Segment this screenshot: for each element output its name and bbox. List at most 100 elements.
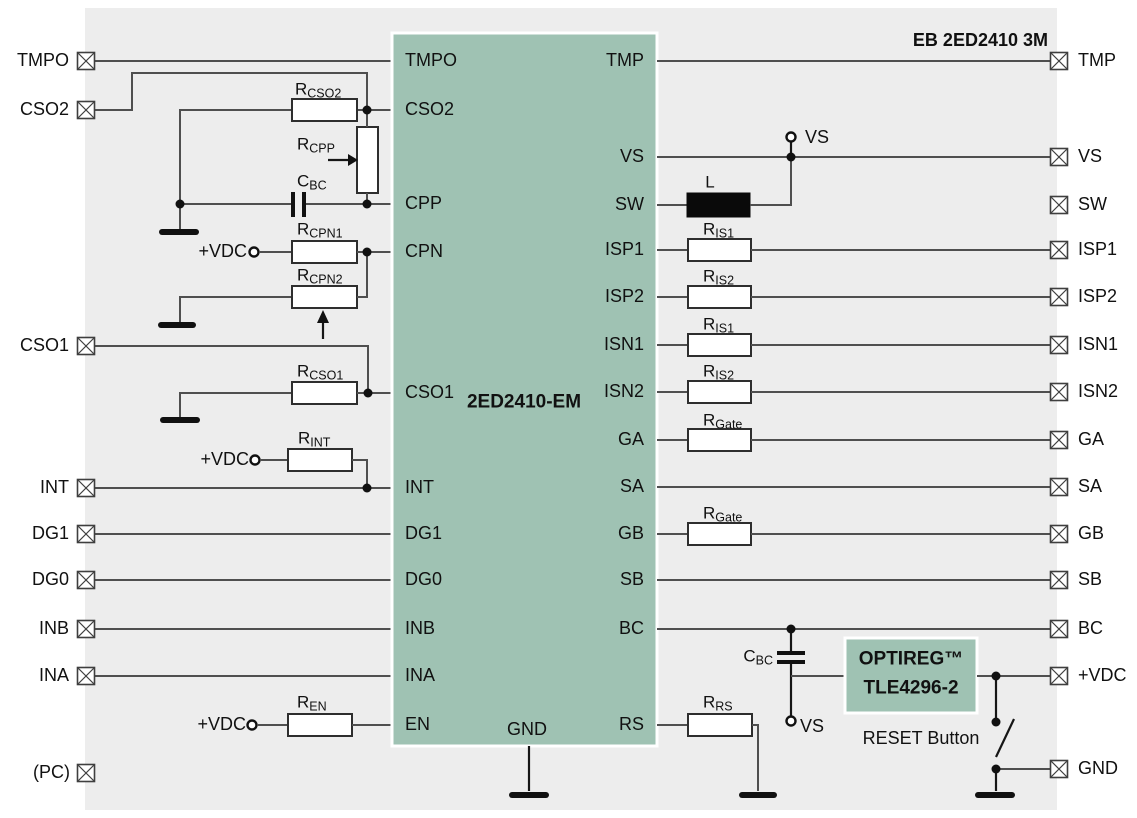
junction-dots	[175, 105, 1001, 774]
label-ris2-isp2: RIS2	[703, 266, 735, 288]
label-cbc-bottom: CBC	[743, 646, 773, 668]
ic-pin-isn2: ISN2	[603, 381, 644, 402]
terminal-box-cso1	[76, 336, 96, 356]
terminal-box-sb	[1049, 570, 1069, 590]
ic-name: 2ED2410-EM	[466, 391, 582, 413]
ic-pin-ina: INA	[405, 665, 436, 686]
label-rcso1: RCSO1	[297, 361, 344, 383]
ic-pin-cso1: CSO1	[405, 382, 455, 403]
label-rcso2: RCSO2	[295, 79, 342, 101]
terminal-box-ina	[76, 666, 96, 686]
capacitor-cbc-top	[180, 192, 392, 217]
resistor-ris2-isp2	[657, 285, 1050, 309]
reset-switch	[975, 676, 1050, 798]
terminal-box-isn1	[1049, 335, 1069, 355]
ic-pin-vs: VS	[619, 146, 644, 167]
terminal-box-int	[76, 478, 96, 498]
ic-pin-sw: SW	[615, 194, 644, 215]
terminal-label-isn2: ISN2	[1078, 381, 1119, 402]
terminal-box-dg1	[76, 524, 96, 544]
resistor-rint	[249, 448, 368, 488]
terminal-label-cso1: CSO1	[19, 335, 69, 356]
terminal-box-ga	[1049, 430, 1069, 450]
terminal-label-tmpo: TMPO	[17, 50, 69, 71]
ic-pin-cpp: CPP	[405, 193, 443, 214]
terminal-box-vdc	[1049, 666, 1069, 686]
label-rgate-gb: RGate	[703, 503, 743, 525]
label-vdc-en: +VDC	[197, 714, 246, 735]
capacitor-cbc-bottom	[777, 629, 845, 727]
ic-pin-isp2: ISP2	[604, 286, 644, 307]
terminal-label-sw: SW	[1078, 194, 1107, 215]
terminal-label-vs: VS	[1078, 146, 1103, 167]
ic-pin-en: EN	[405, 714, 431, 735]
terminal-box-cso2	[76, 100, 96, 120]
ground-ic-gnd	[509, 746, 549, 798]
resistor-rgate-gb	[657, 522, 1050, 546]
resistor-rrs	[657, 713, 777, 798]
ic-pin-cpn: CPN	[405, 241, 444, 262]
label-cbc-top: CBC	[297, 171, 327, 193]
terminal-box-inb	[76, 619, 96, 639]
inductor-l	[657, 157, 792, 218]
terminal-label-bc: BC	[1078, 618, 1104, 639]
terminal-box-sw	[1049, 195, 1069, 215]
label-ris1-isp1: RIS1	[703, 219, 735, 241]
regulator-name-line2: TLE4296-2	[863, 677, 959, 699]
resistor-ren	[246, 713, 392, 737]
board-title: EB 2ED2410 3M	[912, 30, 1048, 51]
ic-pin-gnd: GND	[507, 719, 547, 740]
ic-pin-gb: GB	[617, 523, 644, 544]
label-ris2-isn2: RIS2	[703, 361, 735, 383]
terminal-label-gnd: GND	[1078, 758, 1118, 779]
terminal-box-vs	[1049, 147, 1069, 167]
wire-vs	[657, 131, 1050, 158]
label-rint: RINT	[298, 428, 331, 450]
terminal-label-isn1: ISN1	[1078, 334, 1119, 355]
label-vs-top: VS	[805, 127, 830, 148]
label-rgate-ga: RGate	[703, 410, 743, 432]
label-ris1-isn1: RIS1	[703, 314, 735, 336]
resistor-rcso1	[160, 381, 392, 423]
ic-pin-tmp: TMP	[606, 50, 644, 71]
label-ren: REN	[297, 692, 327, 714]
terminal-box-pc	[76, 763, 96, 783]
label-rcpp: RCPP	[297, 134, 335, 156]
ic-pin-dg0: DG0	[405, 569, 443, 590]
terminal-label-dg1: DG1	[31, 523, 69, 544]
ic-pin-ga: GA	[617, 429, 644, 450]
terminal-label-vdc: +VDC	[1078, 665, 1127, 686]
ground-rail-cso2	[159, 109, 292, 235]
label-vdc-int: +VDC	[200, 449, 249, 470]
ic-pin-isn1: ISN1	[603, 334, 644, 355]
terminal-label-ga: GA	[1078, 429, 1105, 450]
resistor-rcso2	[291, 98, 358, 122]
resistor-ris1-isp1	[657, 238, 1050, 262]
terminal-box-sa	[1049, 477, 1069, 497]
terminal-label-cso2: CSO2	[19, 99, 69, 120]
label-rcpn1: RCPN1	[297, 219, 343, 241]
ic-pin-sa: SA	[619, 476, 644, 497]
terminal-label-sa: SA	[1078, 476, 1103, 497]
reset-button-label: RESET Button	[862, 728, 980, 749]
resistor-ris2-isn2	[657, 380, 1050, 404]
terminal-label-inb: INB	[38, 618, 69, 639]
terminal-label-gb: GB	[1078, 523, 1105, 544]
label-inductor: L	[705, 172, 715, 192]
terminal-label-pc: (PC)	[33, 762, 70, 783]
ic-pin-cso2: CSO2	[405, 99, 455, 120]
ic-pin-bc: BC	[618, 618, 644, 639]
terminal-box-gb	[1049, 524, 1069, 544]
terminal-label-isp1: ISP1	[1078, 239, 1118, 260]
terminal-label-dg0: DG0	[31, 569, 69, 590]
ic-pin-int: INT	[405, 477, 434, 498]
terminal-label-ina: INA	[38, 665, 69, 686]
terminal-label-isp2: ISP2	[1078, 286, 1118, 307]
ic-pin-inb: INB	[405, 618, 436, 639]
ic-pin-dg1: DG1	[405, 523, 443, 544]
label-vdc-cpn: +VDC	[198, 241, 247, 262]
terminal-box-isp1	[1049, 240, 1069, 260]
terminal-box-gnd	[1049, 759, 1069, 779]
